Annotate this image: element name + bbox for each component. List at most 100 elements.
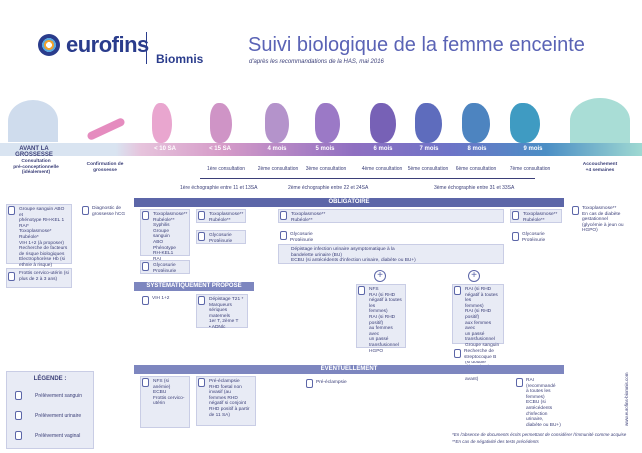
stage-label: AVANT LA GROSSESSE [15, 146, 53, 158]
legend-label: Prélèvement urinaire [35, 413, 82, 419]
cell-optional-5m: Pré-éclampsie [304, 378, 360, 390]
cell-months-4-8-bu: Dépistage infection urinaire asymptomati… [278, 244, 504, 264]
consultation-5: 5ème consultation [407, 166, 449, 172]
pregnancy-test-icon [86, 116, 126, 142]
legend-label: Prélèvement sanguin [35, 393, 82, 399]
echography-2: 2ème échographie entre 22 et 24SA [288, 185, 369, 191]
blood-sample-icon [280, 211, 287, 220]
confirmation-label: Confirmation de grossesse [86, 162, 124, 173]
stage-label: 6 mois [373, 146, 393, 152]
stage-label: < 15 SA [209, 146, 231, 152]
consultation-1: 1ère consultation [206, 166, 246, 172]
page-title: Suivi biologique de la femme enceinte [248, 34, 585, 56]
pregnant-figure-4m [265, 103, 289, 143]
consultation-7: 7ème consultation [509, 166, 551, 172]
urine-sample-icon [198, 232, 205, 241]
urine-sample-icon [142, 262, 149, 271]
cell-15sa: Toxoplasmose** Rubéole** [196, 209, 246, 223]
cell-6m-extra: NFS RAI (si RHD négatif à toutes les fem… [356, 284, 406, 354]
blood-sample-icon [454, 286, 461, 295]
echography-1: 1ère échographie entre 11 et 13SA [180, 185, 258, 191]
pregnant-figure-6m [370, 103, 396, 143]
stage-label: 5 mois [315, 146, 335, 152]
blood-sample-icon [142, 211, 149, 220]
legend-title: LÉGENDE : [33, 376, 67, 382]
urine-sample-icon [15, 411, 22, 420]
urine-sample-icon [512, 232, 519, 241]
legend-item: Prélèvement sanguin [15, 390, 91, 402]
stage-label: 9 mois [523, 146, 543, 152]
blood-sample-icon [82, 206, 89, 215]
pregnant-figure-9m [510, 103, 540, 143]
woman-avatar [8, 100, 58, 142]
page-subtitle: d'après les recommandations de la HAS, m… [249, 59, 384, 65]
blood-sample-icon [198, 296, 205, 305]
pregnant-figure-8m [462, 103, 490, 143]
blood-sample-icon [306, 379, 313, 388]
blood-sample-icon [512, 211, 519, 220]
stage-bar [0, 143, 642, 156]
stage-label: 8 mois [467, 146, 487, 152]
cell-months-4-8: Toxoplasmose** Rubéole** [278, 209, 504, 223]
echography-3: 3ème échographie entre 31 et 33SA [434, 185, 515, 191]
band-optional: ÉVENTUELLEMENT [134, 365, 564, 374]
blood-sample-icon [8, 206, 15, 215]
cell-15sa-urine: Glycosurie Protéinurie [196, 230, 246, 244]
consultation-6: 6ème consultation [455, 166, 497, 172]
stage-label: 4 mois [267, 146, 287, 152]
vaginal-sample-icon [454, 349, 461, 358]
delivery-label: Accouchement +4 semaines [582, 162, 618, 173]
brand-name: Biomnis [156, 52, 204, 66]
preconception-label: Consultation pré-conceptionnelle (idéale… [13, 159, 59, 176]
pregnant-figure-15sa [210, 103, 232, 143]
consultation-2: 2ème consultation [257, 166, 299, 172]
cell-9m-urine: Glycosurie Protéinurie [510, 230, 562, 244]
add-icon: + [468, 270, 480, 282]
blood-sample-icon [198, 378, 205, 387]
blood-sample-icon [198, 211, 205, 220]
pregnant-figure-10sa [152, 103, 172, 143]
cell-preconception: Groupe sanguin ABO et phénotype RH-KEL 1… [6, 204, 72, 268]
blood-sample-icon [516, 378, 523, 387]
legend: LÉGENDE : Prélèvement sanguin Prélèvemen… [6, 371, 94, 449]
cell-10sa: Toxoplasmose** Rubéole** Syphilis Groupe… [140, 209, 190, 262]
logo: eurofins [38, 30, 188, 60]
baby-avatar [570, 98, 630, 143]
stage-label: < 10 SA [154, 146, 176, 152]
cell-proposed-10sa: VIH 1+2 [140, 294, 190, 308]
logo-text: eurofins [66, 32, 149, 57]
band-proposed: SYSTÉMATIQUEMENT PROPOSÉ [134, 282, 254, 291]
legend-item: Prélèvement vaginal [15, 430, 91, 442]
consultation-4: 4ème consultation [361, 166, 403, 172]
vaginal-sample-icon [15, 431, 22, 440]
blood-sample-icon [142, 378, 149, 387]
side-url: www.eurofins-biomnis.com [624, 372, 629, 426]
cell-confirmation: Diagnostic de grossesse hCG [80, 204, 130, 218]
vaginal-sample-icon [8, 272, 15, 281]
pregnant-figure-5m [315, 103, 340, 143]
logo-mark-icon [38, 34, 60, 56]
cell-months-4-8-urine: Glycosurie Protéinurie [278, 230, 504, 243]
cell-10sa-urine: Glycosurie Protéinurie [140, 260, 190, 274]
pregnant-figure-7m [415, 103, 442, 143]
footnote: *En l'absence de documents écrits permet… [452, 432, 627, 437]
legend-label: Prélèvement vaginal [35, 433, 81, 439]
add-icon: + [374, 270, 386, 282]
legend-item: Prélèvement urinaire [15, 410, 91, 422]
cell-9m: Toxoplasmose** Rubéole** [510, 209, 562, 223]
timeline-line [200, 178, 535, 179]
cell-optional-15sa: Pré-éclampsie RHD foetal non invasif (au… [196, 376, 256, 426]
blood-sample-icon [572, 206, 579, 215]
footnote: **En cas de négativité des tests précéde… [452, 439, 539, 444]
cell-postpartum: Toxoplasmose** En cas de diabète gestati… [570, 204, 632, 233]
urine-sample-icon [280, 231, 287, 240]
band-mandatory: OBLIGATOIRE [134, 198, 564, 207]
stage-label: 7 mois [419, 146, 439, 152]
blood-sample-icon [358, 286, 365, 295]
consultation-3: 3ème consultation [305, 166, 347, 172]
cell-8m-strep: Recherche de streptocoque B [452, 347, 504, 361]
header-divider [146, 32, 147, 64]
blood-sample-icon [142, 296, 149, 305]
cell-preconception-2: Frottis cervico-utérin (si plus de 2 à 3… [6, 268, 72, 288]
blood-sample-icon [15, 391, 22, 400]
